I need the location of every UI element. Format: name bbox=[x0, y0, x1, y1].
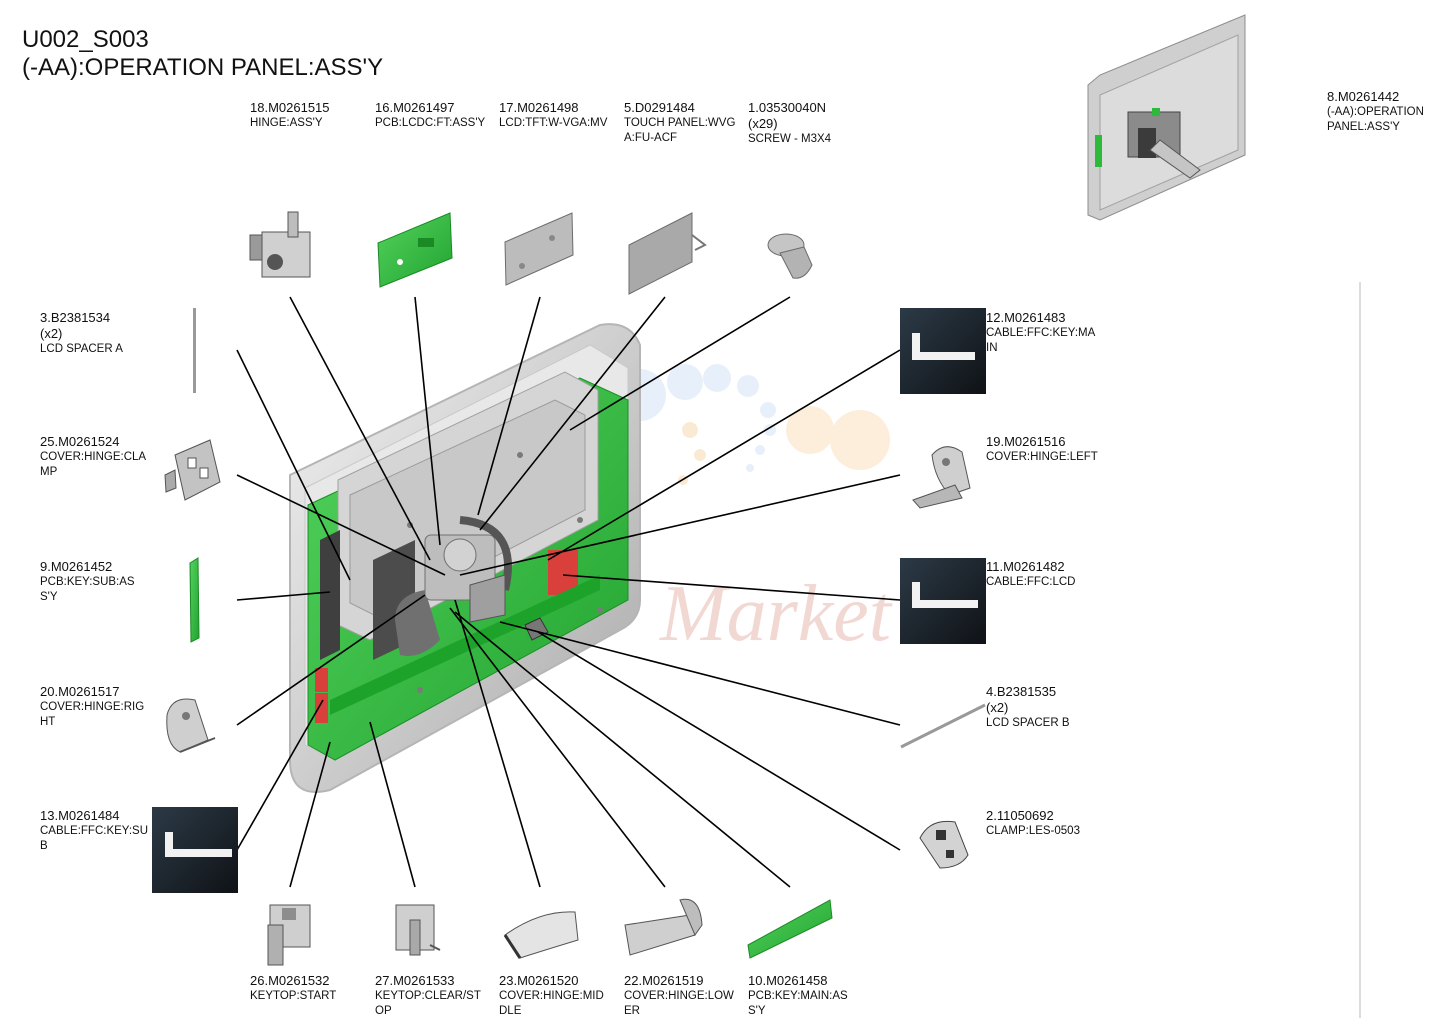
pcb-lcdc-icon bbox=[377, 212, 453, 288]
watermark: Market bbox=[488, 364, 893, 658]
leader-line bbox=[414, 296, 441, 546]
screw-icon bbox=[767, 233, 813, 279]
leader-line bbox=[547, 349, 901, 561]
leader-line bbox=[289, 741, 331, 888]
leader-line bbox=[537, 631, 901, 851]
leader-line bbox=[449, 607, 666, 888]
cover-hinge-lower-icon bbox=[624, 898, 703, 956]
leader-line bbox=[236, 594, 426, 726]
keytop-clear-stop-icon bbox=[395, 904, 441, 956]
lcd-spacer-b-icon bbox=[900, 703, 986, 749]
pcb-key-main-icon bbox=[747, 899, 833, 959]
leader-line bbox=[236, 591, 331, 601]
part-label-4: 4.B2381535(x2)LCD SPACER B bbox=[986, 684, 1070, 729]
watermark-text: Market bbox=[659, 570, 893, 658]
leader-line bbox=[454, 611, 791, 888]
leader-line bbox=[479, 296, 666, 531]
cover-hinge-clamp-icon bbox=[164, 439, 221, 501]
ffc-cable-icon bbox=[152, 807, 238, 893]
touch-panel-icon bbox=[628, 212, 707, 295]
clamp-icon bbox=[919, 820, 969, 869]
leader-line bbox=[569, 296, 791, 431]
part-label-1: 1.03530040N(x29)SCREW - M3X4 bbox=[748, 100, 832, 145]
leader-lines bbox=[236, 296, 901, 888]
ffc-cable-icon bbox=[900, 308, 986, 394]
main-assembly bbox=[289, 323, 641, 793]
lcd-spacer-a-icon bbox=[193, 308, 196, 393]
ffc-cable-icon bbox=[900, 558, 986, 644]
leader-line bbox=[289, 296, 431, 561]
lcd-icon bbox=[504, 212, 574, 286]
leader-line bbox=[236, 699, 324, 851]
part-label-3: 3.B2381534(x2)LCD SPACER A bbox=[40, 310, 123, 355]
leader-line bbox=[459, 474, 901, 576]
keytop-start-icon bbox=[267, 904, 311, 966]
leader-line bbox=[369, 721, 416, 888]
leader-line bbox=[499, 621, 901, 726]
hinge-assy-icon bbox=[249, 211, 311, 278]
leader-line bbox=[236, 474, 446, 576]
cover-hinge-right-icon bbox=[166, 698, 216, 753]
part-label-8: 8.M0261442(-AA):OPERATION PANEL:ASS'Y bbox=[1327, 89, 1424, 133]
cover-hinge-left-icon bbox=[912, 446, 971, 509]
diagram-code: U002_S003 bbox=[22, 26, 149, 53]
cover-hinge-middle-icon bbox=[503, 911, 579, 959]
leader-line bbox=[236, 349, 351, 581]
leader-line bbox=[562, 574, 901, 601]
diagram-title: (-AA):OPERATION PANEL:ASS'Y bbox=[22, 54, 384, 81]
leader-line bbox=[477, 296, 541, 516]
leader-line bbox=[454, 599, 541, 888]
pcb-key-sub-icon bbox=[189, 557, 200, 643]
operation-panel-icon bbox=[1087, 14, 1246, 221]
